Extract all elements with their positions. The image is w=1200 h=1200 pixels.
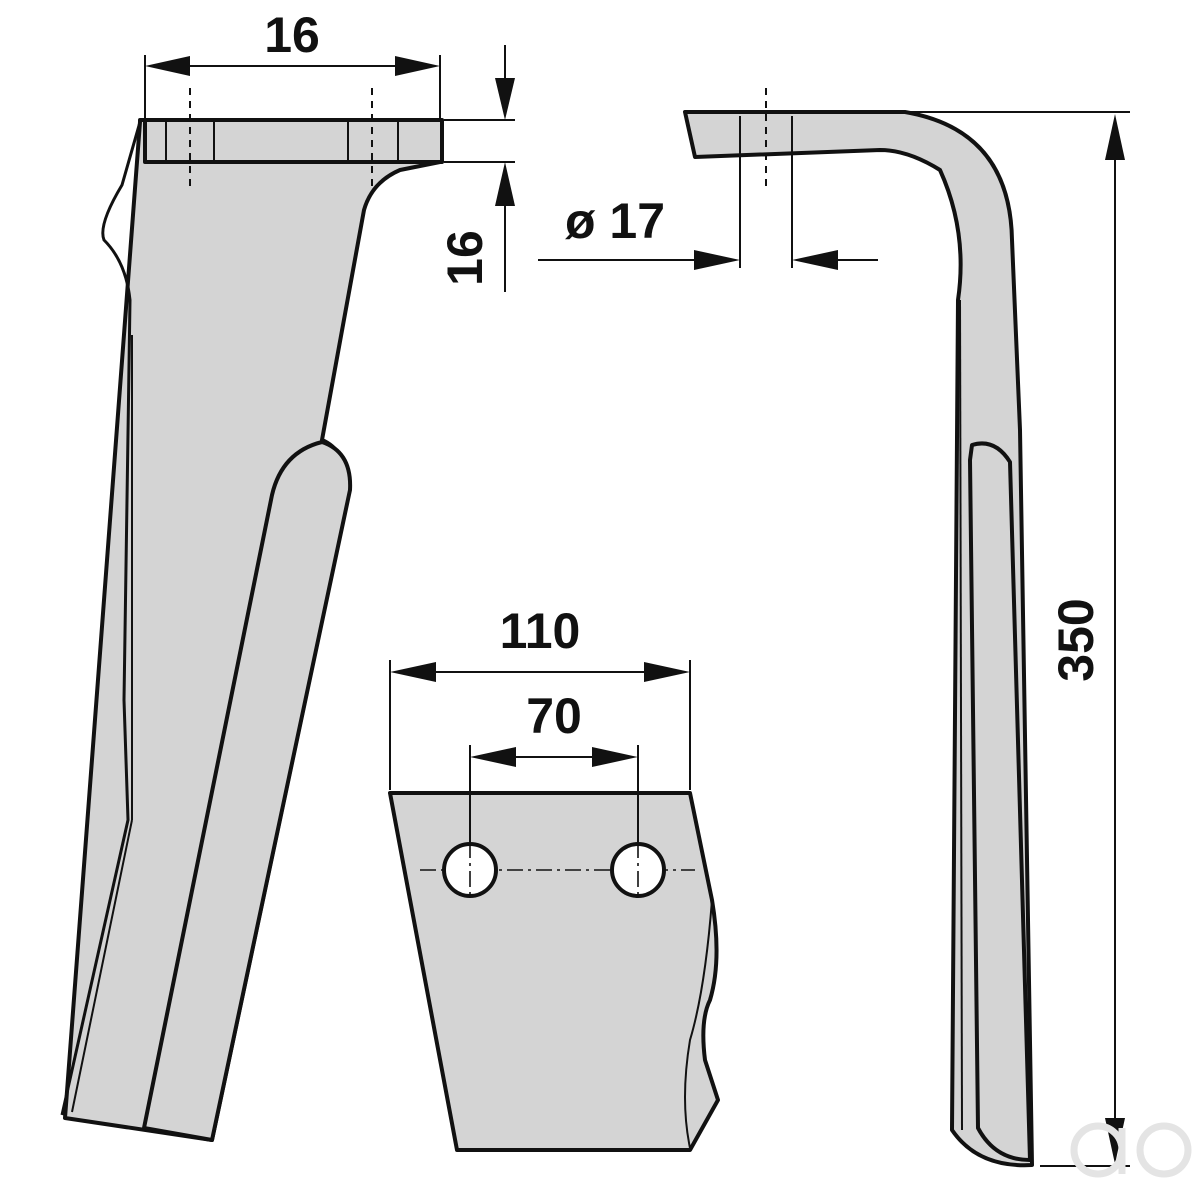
label-plate-width: 110 (500, 603, 581, 659)
label-thickness: 16 (437, 230, 493, 286)
top-flange (143, 118, 444, 164)
dimension-hole-diameter: ø 17 (538, 193, 878, 270)
side-inner-edge (959, 299, 963, 1131)
cutting-edge-bevel (142, 440, 353, 1142)
label-hole-spacing: 70 (526, 688, 582, 744)
blade-side-view (683, 88, 1034, 1168)
blade-front-view (60, 88, 444, 1142)
dimension-top-width: 16 (144, 7, 441, 118)
dimension-hole-spacing: 70 (469, 688, 639, 842)
watermark-logo (1070, 1122, 1192, 1178)
dimension-thickness: 16 (437, 45, 515, 292)
mounting-plate-view (388, 791, 720, 1152)
bevel-line-1 (71, 819, 133, 1113)
blade-left-contour (60, 121, 142, 1116)
plate-edge-line (684, 899, 713, 1149)
mounting-plate (388, 791, 720, 1152)
dimension-plate-width: 110 (389, 603, 691, 790)
side-bevel (968, 441, 1032, 1162)
dimension-length: 350 (910, 111, 1130, 1167)
label-top-width: 16 (264, 7, 320, 63)
label-length: 350 (1048, 598, 1104, 681)
label-hole-diameter: ø 17 (565, 193, 665, 249)
